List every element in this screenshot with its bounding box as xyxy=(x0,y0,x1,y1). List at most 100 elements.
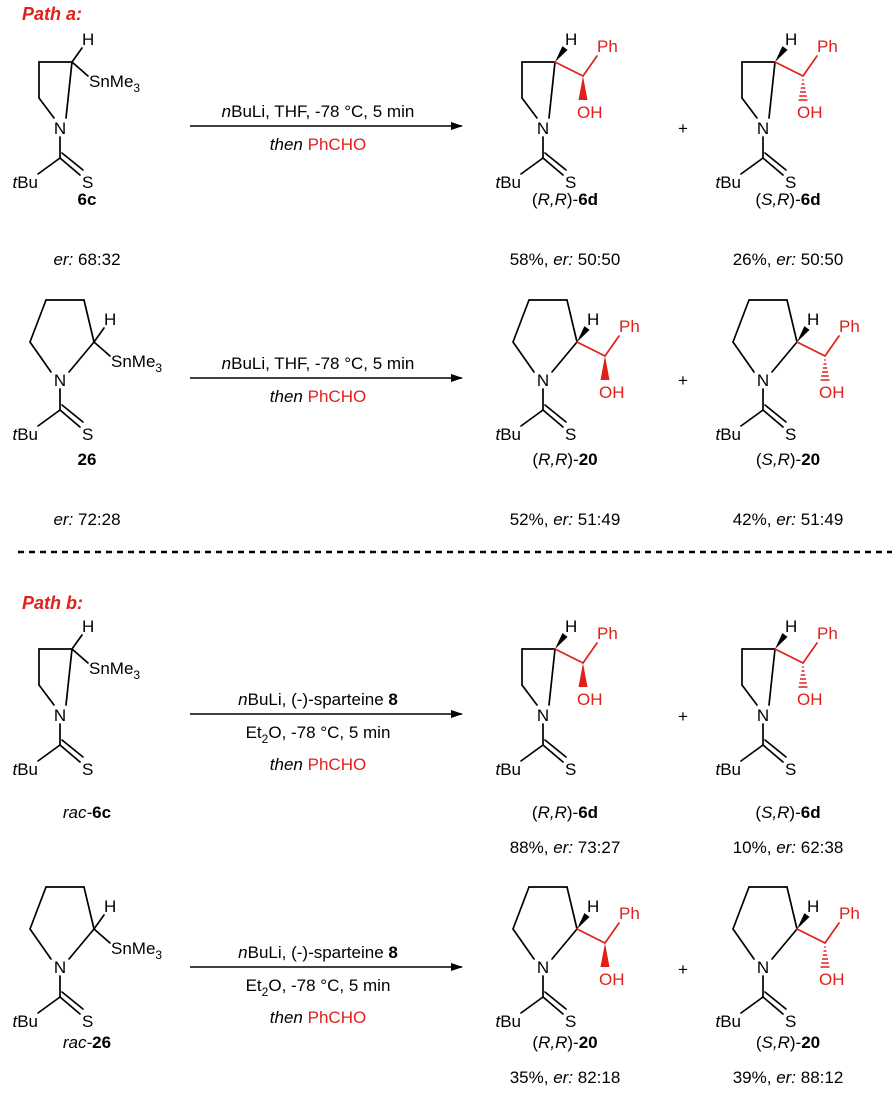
ring-bond xyxy=(771,928,798,960)
nitrogen-label: N xyxy=(54,958,66,977)
product-compound-id: (R,R)-20 xyxy=(532,1033,597,1052)
hydrogen-label: H xyxy=(82,30,94,49)
ring-bond xyxy=(512,341,535,373)
product-compound-id: (S,R)-20 xyxy=(756,1033,820,1052)
carbinol-bond xyxy=(774,648,804,664)
tbu-label: tBu xyxy=(12,1012,38,1031)
ring-bond xyxy=(566,299,578,343)
ring-bond xyxy=(768,61,776,119)
ring-bond xyxy=(83,886,95,930)
reagent-line-2: then PhCHO xyxy=(270,387,366,406)
c-ph-bond xyxy=(824,335,840,357)
c-s-double-bond xyxy=(61,739,84,758)
ring-bond xyxy=(65,648,73,706)
phenyl-label: Ph xyxy=(597,37,618,56)
sulfur-label: S xyxy=(82,760,93,779)
product-yield-er: 52%, er: 51:49 xyxy=(510,510,621,529)
ring-bond xyxy=(741,684,758,706)
reactant-compound-id: rac-26 xyxy=(63,1033,111,1052)
hashed-bond xyxy=(798,79,808,101)
wedge-bond-red xyxy=(600,943,610,967)
c-ph-bond xyxy=(604,335,620,357)
reactant-er: er: 68:32 xyxy=(53,250,120,269)
ring-bond xyxy=(732,928,755,960)
ring-bond xyxy=(771,341,798,373)
carbinol-bond xyxy=(554,61,584,77)
reagent-line-3: then PhCHO xyxy=(270,755,366,774)
hashed-bond xyxy=(820,359,830,381)
sulfur-label: S xyxy=(785,425,796,444)
ring-bond xyxy=(548,61,556,119)
product-yield-er: 39%, er: 88:12 xyxy=(733,1068,844,1087)
product-yield-er: 26%, er: 50:50 xyxy=(733,250,844,269)
wedge-bond xyxy=(555,633,568,649)
plus-sign: + xyxy=(678,960,688,979)
hydroxyl-label: OH xyxy=(599,383,625,402)
wedge-bond-red xyxy=(578,76,588,100)
product-yield-er: 42%, er: 51:49 xyxy=(733,510,844,529)
ring-bond xyxy=(512,886,530,930)
wedge-bond xyxy=(775,46,788,62)
c-s-double-bond xyxy=(542,157,564,176)
c-sn-bond xyxy=(93,928,111,944)
hydroxyl-label: OH xyxy=(797,103,823,122)
product-compound-id: (R,R)-20 xyxy=(532,450,597,469)
reactant-er: er: 72:28 xyxy=(53,510,120,529)
hydrogen-label: H xyxy=(785,30,797,49)
sulfur-label: S xyxy=(82,1012,93,1031)
c-s-double-bond xyxy=(542,996,564,1015)
c-s-double-bond xyxy=(59,409,81,428)
nitrogen-label: N xyxy=(537,371,549,390)
c-sn-bond xyxy=(71,648,89,664)
nitrogen-label: N xyxy=(757,706,769,725)
product-yield-er: 88%, er: 73:27 xyxy=(510,838,621,857)
c-ph-bond xyxy=(802,642,818,664)
product-yield-er: 10%, er: 62:38 xyxy=(733,838,844,857)
ring-bond xyxy=(786,299,798,343)
nitrogen-label: N xyxy=(537,119,549,138)
c-sn-bond xyxy=(71,61,89,77)
tbu-label: tBu xyxy=(12,760,38,779)
ring-bond xyxy=(512,928,535,960)
snme3-label: SnMe3 xyxy=(89,72,140,95)
product-compound-id: (R,R)-6d xyxy=(532,190,598,209)
hydroxyl-label: OH xyxy=(599,970,625,989)
ring-bond xyxy=(83,299,95,343)
wedge-bond-red xyxy=(578,663,588,687)
hydrogen-label: H xyxy=(807,897,819,916)
c-s-double-bond xyxy=(61,152,84,171)
hydroxyl-label: OH xyxy=(819,970,845,989)
reagent-line-1: nBuLi, (-)-sparteine 8 xyxy=(238,943,398,962)
tbu-label: tBu xyxy=(715,760,741,779)
path-b-label: Path b: xyxy=(22,593,83,613)
c-s-double-bond xyxy=(544,739,567,758)
nitrogen-label: N xyxy=(54,706,66,725)
hydroxyl-label: OH xyxy=(797,690,823,709)
snme3-label: SnMe3 xyxy=(89,659,140,682)
c-ph-bond xyxy=(824,922,840,944)
c-h-bond xyxy=(71,47,83,63)
snme3-label: SnMe3 xyxy=(111,352,162,375)
carbinol-bond xyxy=(796,341,826,357)
phenyl-label: Ph xyxy=(817,624,838,643)
carbinol-bond xyxy=(554,648,584,664)
nitrogen-label: N xyxy=(54,119,66,138)
reactant-compound-id: 6c xyxy=(78,190,97,209)
c-tbu-bond xyxy=(520,409,544,427)
wedge-bond xyxy=(577,913,590,929)
c-s-double-bond xyxy=(544,991,567,1010)
tbu-label: tBu xyxy=(495,1012,521,1031)
c-tbu-bond xyxy=(37,409,61,427)
